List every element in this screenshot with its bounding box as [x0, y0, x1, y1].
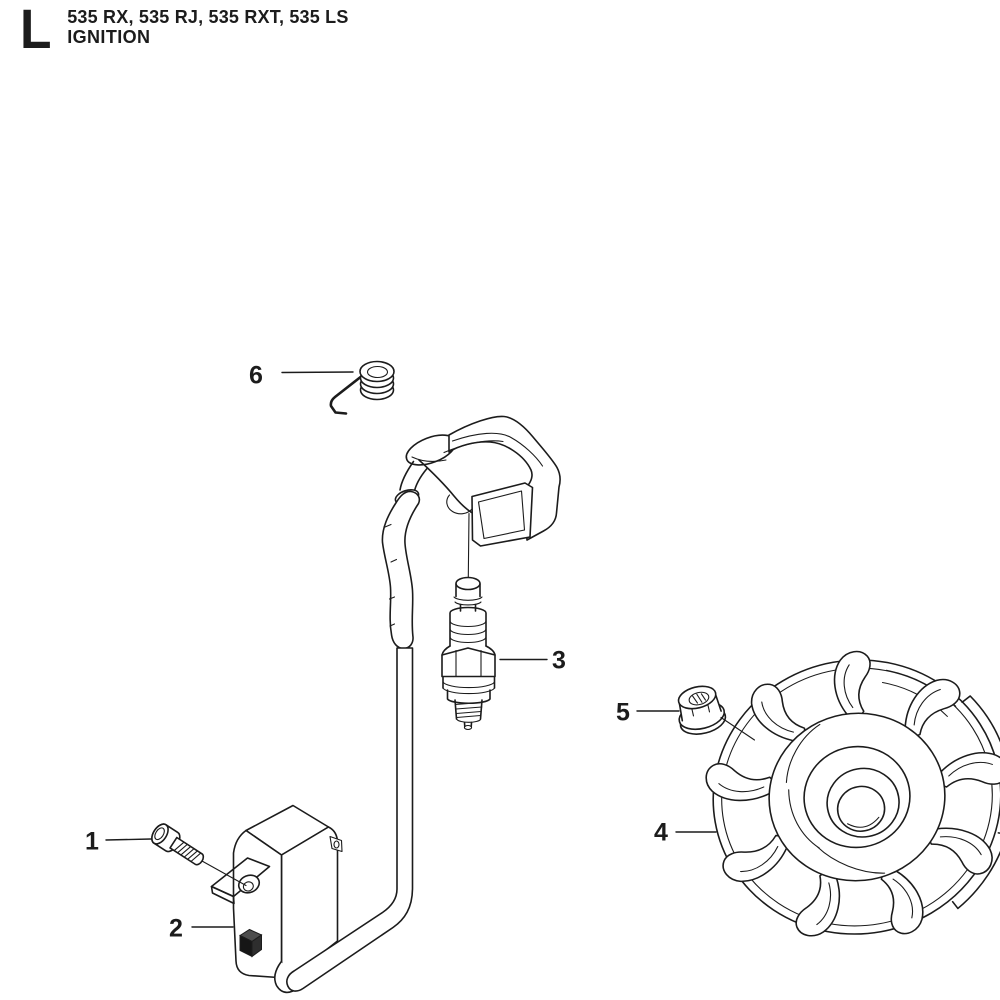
nut-alignment-line — [720, 716, 756, 741]
ignition-wire-run — [286, 647, 414, 992]
leader-line-6 — [281, 371, 354, 374]
module-tab — [329, 835, 343, 853]
flange-nut-drawing — [677, 685, 756, 741]
spark-plug-boot-drawing — [405, 415, 561, 547]
module-connector-block — [238, 928, 263, 958]
section-letter: L — [20, 0, 51, 60]
flywheel-drawing — [701, 650, 1000, 943]
screw-drawing — [151, 823, 247, 887]
ignition-module-drawing — [210, 804, 343, 994]
callout-4: 4 — [654, 819, 668, 847]
callout-6: 6 — [249, 362, 263, 390]
model-list: 535 RX, 535 RJ, 535 RXT, 535 LS — [67, 7, 349, 27]
spring-drawing — [329, 360, 395, 415]
callout-3: 3 — [552, 647, 566, 675]
callout-numbers: 1 2 3 4 5 6 — [85, 362, 668, 943]
callout-2: 2 — [169, 915, 183, 943]
screw-alignment-line — [201, 860, 247, 887]
ignition-lead-wire — [381, 460, 428, 650]
page-title: IGNITION — [67, 26, 151, 47]
leader-lines — [105, 371, 717, 928]
page-header: L 535 RX, 535 RJ, 535 RXT, 535 LS IGNITI… — [20, 0, 349, 60]
header-text: 535 RX, 535 RJ, 535 RXT, 535 LS IGNITION — [67, 7, 348, 48]
spark-plug-drawing — [441, 512, 496, 731]
callout-5: 5 — [616, 699, 630, 727]
leader-line-1 — [105, 838, 152, 841]
boot-to-plug-line — [467, 512, 470, 578]
callout-1: 1 — [85, 828, 99, 856]
coil-core-block — [210, 857, 271, 905]
